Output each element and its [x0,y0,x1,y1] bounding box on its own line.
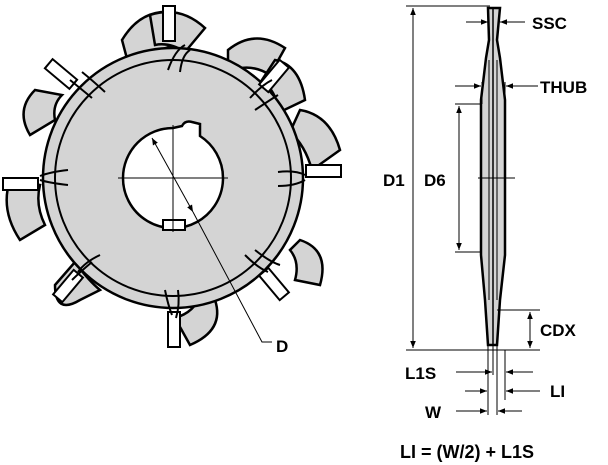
formula: LI = (W/2) + L1S [400,442,534,462]
label-ssc: SSC [532,14,567,33]
insert-seats [2,5,342,348]
diameter-leader [192,211,272,343]
front-view: D [2,5,342,356]
label-cdx: CDX [540,321,577,340]
label-li: LI [550,382,565,401]
clamp-marks [39,44,306,319]
label-d1: D1 [383,171,405,190]
label-l1s: L1S [405,364,436,383]
label-d: D [276,337,288,356]
diameter-dimension [151,137,194,213]
label-thub: THUB [540,78,587,97]
keyway-bottom [162,219,186,231]
side-view: D1 D6 SSC THUB CDX L1S LI [383,5,587,462]
label-d6: D6 [424,171,446,190]
label-w: W [425,403,442,422]
